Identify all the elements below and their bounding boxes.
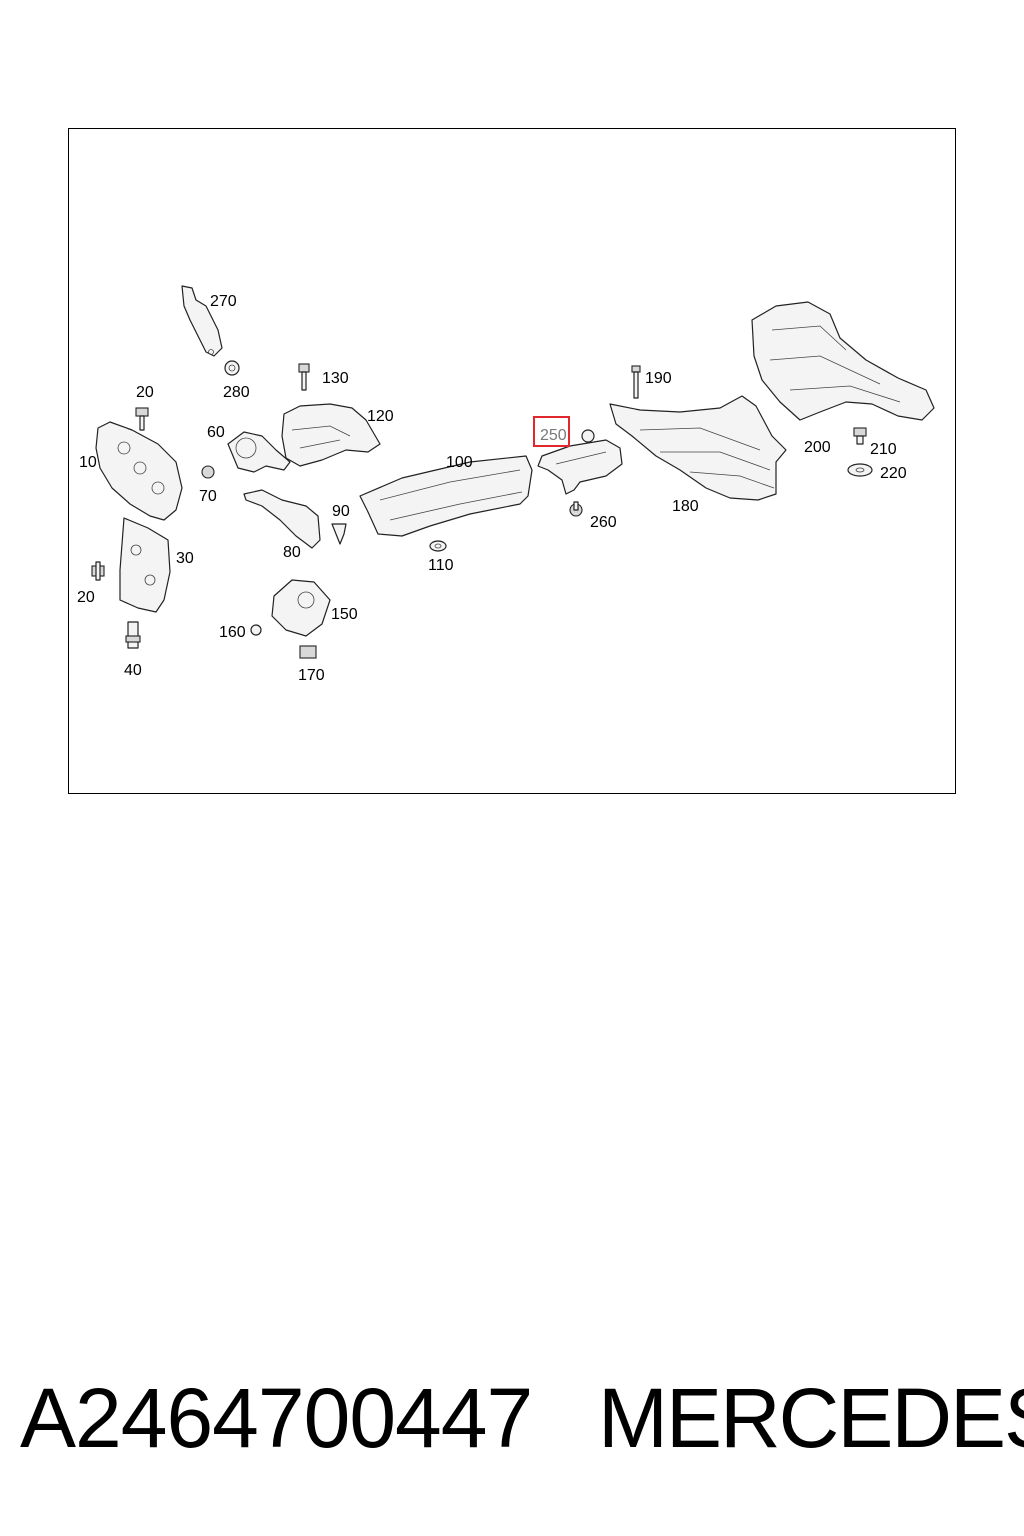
callout-180[interactable]: 180 [672, 498, 699, 515]
part-170-clip[interactable] [299, 645, 317, 659]
part-210-nut[interactable] [853, 427, 867, 445]
part-80-bracket[interactable] [243, 489, 321, 549]
part-280-nut[interactable] [224, 360, 240, 376]
highlight-box-250 [533, 416, 570, 447]
part-190-pin[interactable] [631, 365, 641, 399]
part-100-tunnel-shield[interactable] [359, 455, 533, 537]
footer: A2464700447 MERCEDES [0, 1370, 1024, 1480]
parts-diagram: 270 280 130 120 20 10 60 70 30 20 40 80 … [77, 285, 935, 684]
callout-60[interactable]: 60 [207, 424, 225, 441]
callout-150[interactable]: 150 [331, 606, 358, 623]
callout-70[interactable]: 70 [199, 488, 217, 505]
callout-170[interactable]: 170 [298, 667, 325, 684]
callout-80[interactable]: 80 [283, 544, 301, 561]
callout-110[interactable]: 110 [428, 557, 454, 574]
callout-200[interactable]: 200 [804, 439, 831, 456]
part-110-washer[interactable] [429, 540, 447, 552]
callout-20-lower[interactable]: 20 [77, 589, 95, 606]
part-130-bolt[interactable] [298, 363, 310, 391]
part-20-bolt-top[interactable] [135, 407, 149, 431]
callout-270[interactable]: 270 [210, 293, 237, 310]
callout-20-top[interactable]: 20 [136, 384, 154, 401]
brand-name: MERCEDES [598, 1371, 1024, 1465]
part-20-bolt-lower[interactable] [91, 561, 105, 581]
part-150-bracket[interactable] [271, 579, 331, 637]
callout-260[interactable]: 260 [590, 514, 617, 531]
part-220-washer[interactable] [847, 463, 873, 477]
part-260-bolt[interactable] [569, 501, 583, 517]
callout-130[interactable]: 130 [322, 370, 349, 387]
part-90-clip[interactable] [331, 523, 347, 545]
part-120-heat-shield[interactable] [281, 403, 381, 467]
callout-100[interactable]: 100 [446, 454, 473, 471]
part-30-lower-shield[interactable] [119, 517, 171, 613]
callout-90[interactable]: 90 [332, 503, 350, 520]
callout-190[interactable]: 190 [645, 370, 672, 387]
part-270-bracket[interactable] [181, 285, 223, 357]
callout-280[interactable]: 280 [223, 384, 250, 401]
callout-220[interactable]: 220 [880, 465, 907, 482]
callout-10[interactable]: 10 [79, 454, 97, 471]
part-200-rear-shield[interactable] [751, 301, 935, 421]
callout-210[interactable]: 210 [870, 441, 897, 458]
part-60-turbo[interactable] [227, 431, 291, 473]
callout-120[interactable]: 120 [367, 408, 394, 425]
part-number: A2464700447 [20, 1371, 533, 1465]
part-40-stud[interactable] [125, 621, 141, 649]
part-70-nut[interactable] [201, 465, 215, 479]
callout-250[interactable]: 250 [540, 427, 567, 444]
part-250-heat-shield[interactable] [537, 429, 623, 495]
callout-40[interactable]: 40 [124, 662, 142, 679]
part-10-manifold-shield[interactable] [95, 421, 183, 521]
part-160-washer[interactable] [250, 624, 262, 636]
callout-30[interactable]: 30 [176, 550, 194, 567]
part-180-rear-shield[interactable] [609, 395, 787, 501]
callout-160[interactable]: 160 [219, 624, 246, 641]
